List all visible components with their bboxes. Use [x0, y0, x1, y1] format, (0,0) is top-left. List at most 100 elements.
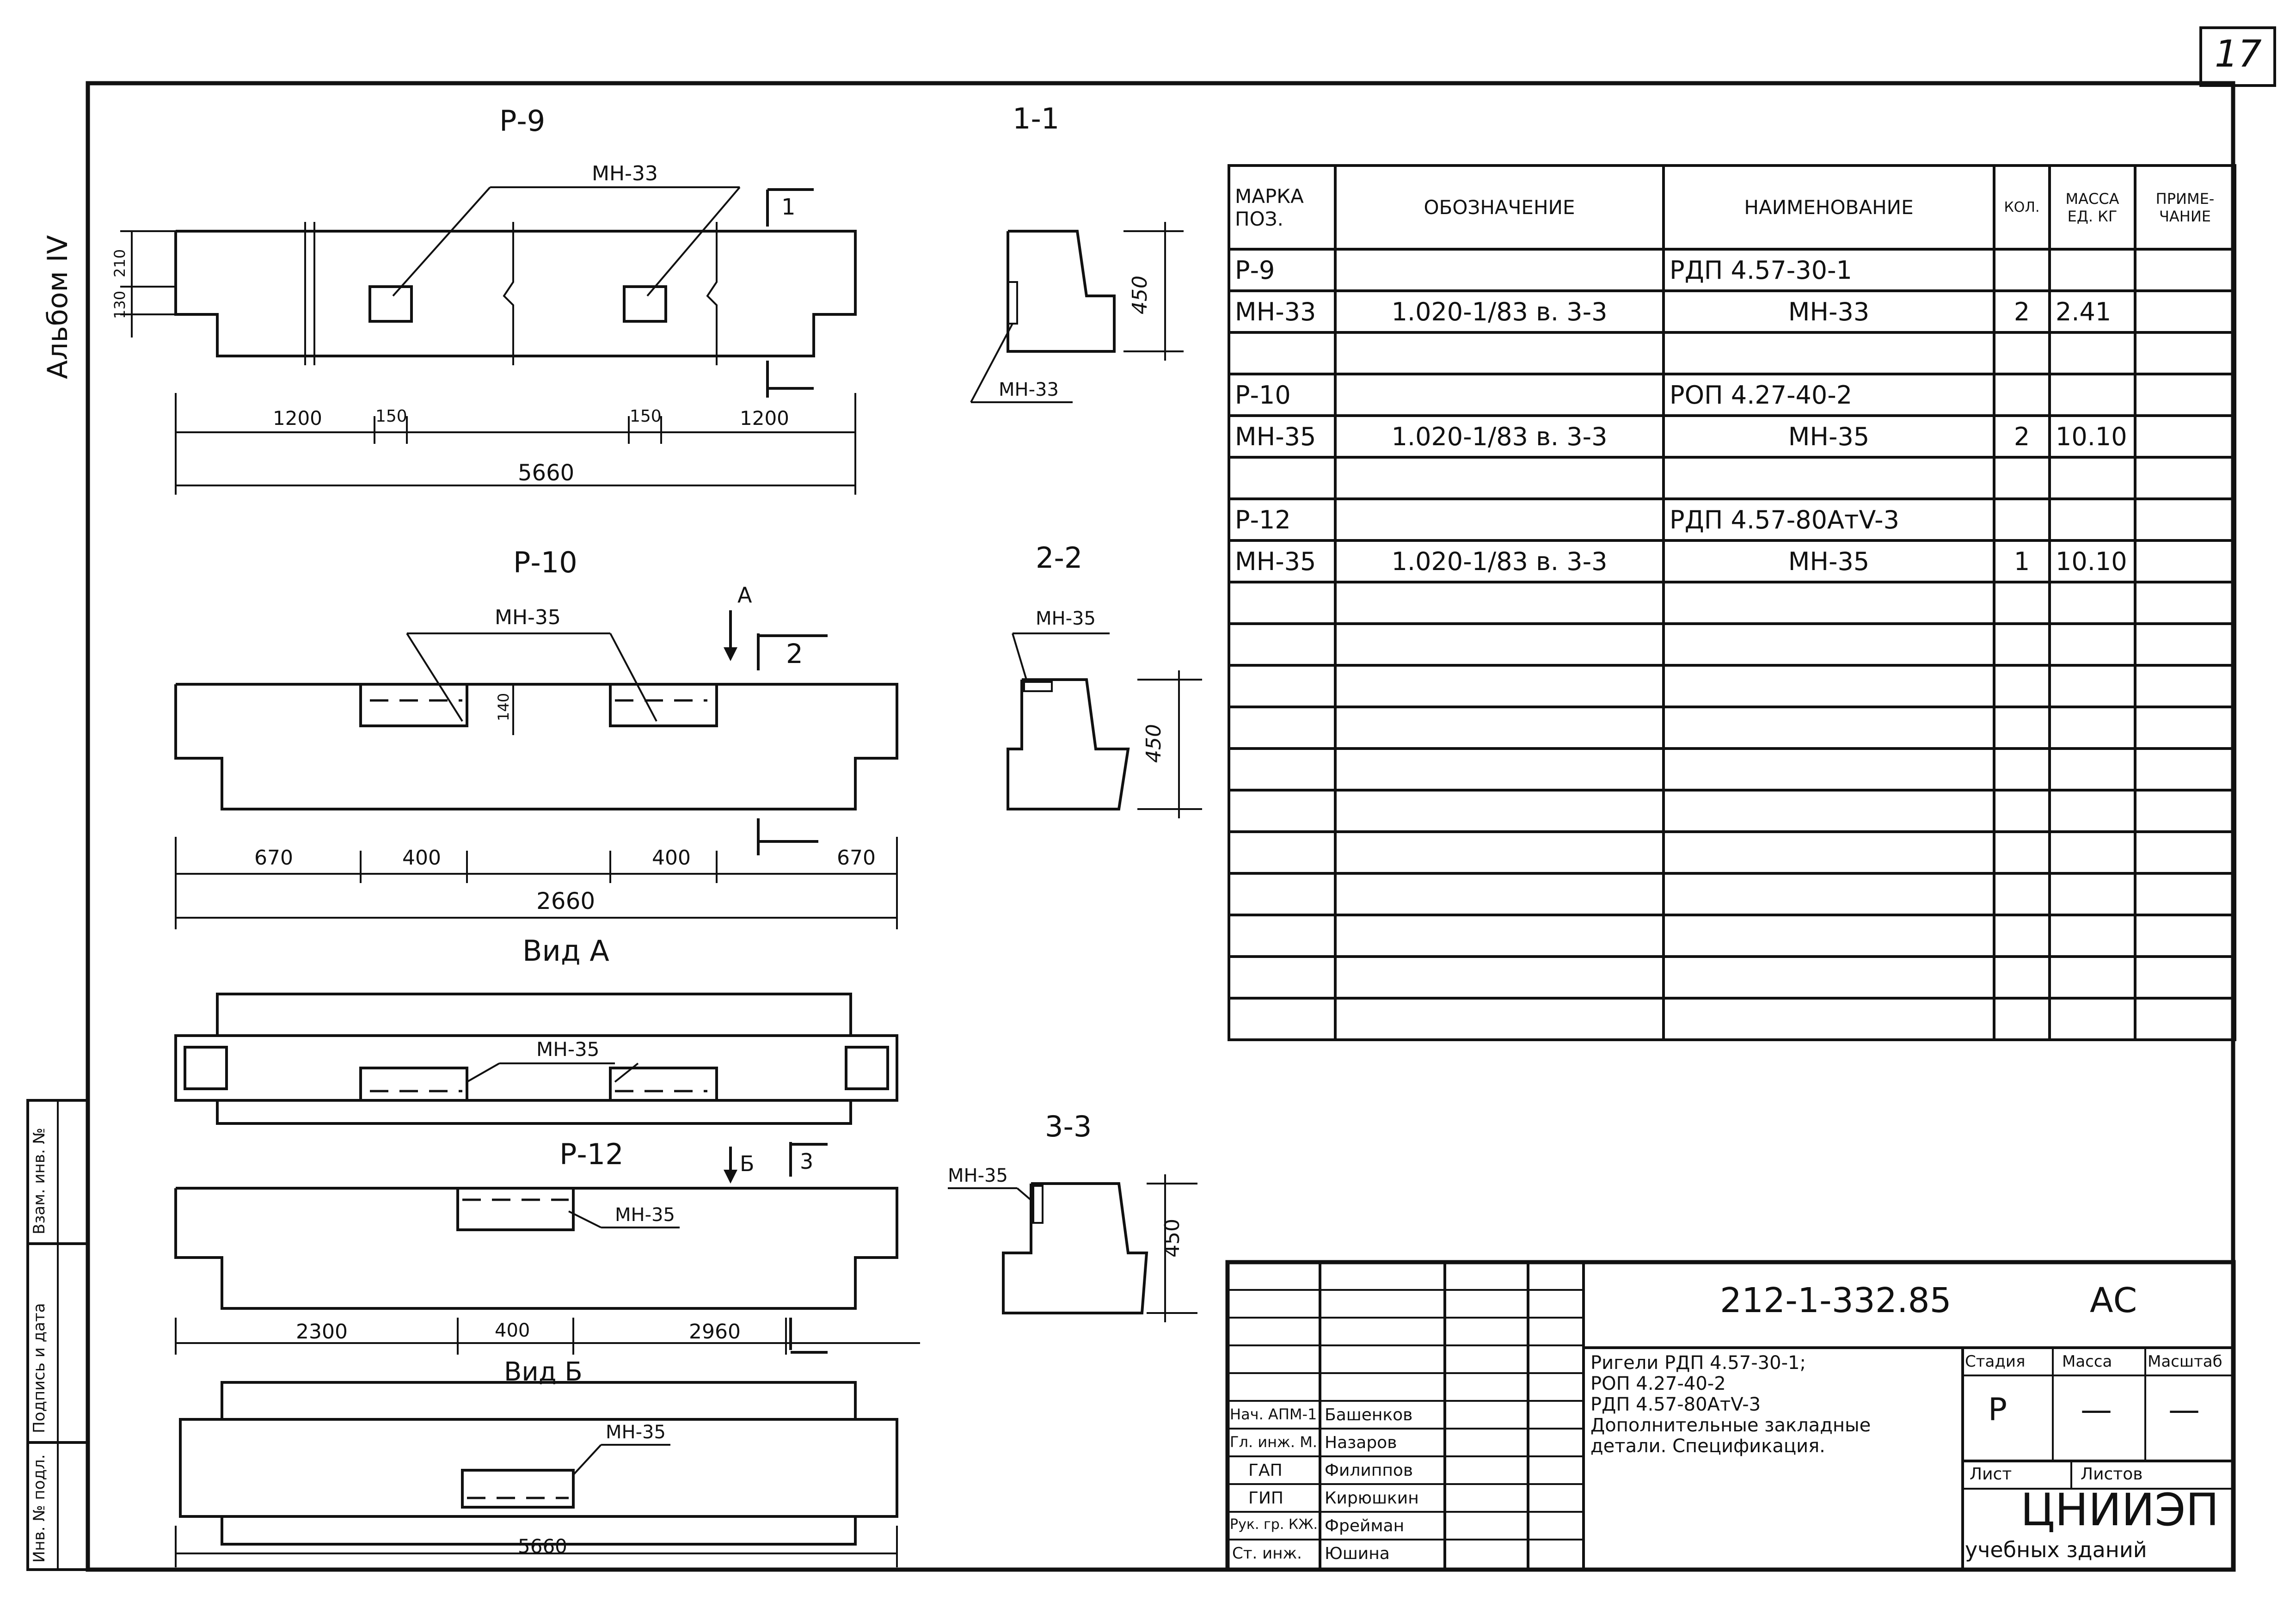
header-marka: МАРКА ПОЗ.	[1228, 164, 1337, 251]
r9-dim-4: 1200	[740, 407, 789, 430]
section-2-2-drawing	[1007, 632, 1202, 818]
r9-embed-right	[623, 285, 667, 323]
description-line-4: Дополнительные закладные	[1590, 1415, 1871, 1436]
cell-kol: 2	[1993, 289, 2051, 334]
r10-cut-label: 2	[786, 638, 803, 669]
table-row-empty	[1228, 872, 2236, 916]
name-4: Кирюшкин	[1325, 1489, 1419, 1508]
cell-massa	[2048, 331, 2136, 375]
cell-massa	[2048, 456, 2136, 500]
section-3-3-drawing	[948, 1174, 1197, 1322]
section-2-2-title: 2-2	[1036, 541, 1083, 575]
table-row-empty	[1228, 622, 2236, 667]
cell-kol	[1993, 497, 2051, 542]
vid-b-title: Вид Б	[504, 1357, 583, 1387]
sheet-number-box	[2199, 26, 2276, 87]
r9-embed-label: МН-33	[592, 162, 658, 185]
cell-prim	[2134, 414, 2236, 459]
cell-marka: Р-9	[1228, 248, 1337, 292]
r10-dim-4: 670	[837, 846, 876, 870]
description-line-1: Ригели РДП 4.57-30-1;	[1590, 1352, 1806, 1374]
table-row: Р-9 РДП 4.57-30-1	[1228, 248, 2236, 292]
cell-prim	[2134, 331, 2236, 375]
header-kol: КОЛ.	[1993, 164, 2051, 251]
cell-prim	[2134, 539, 2236, 583]
cell-marka: Р-10	[1228, 373, 1337, 417]
title-block-frame	[1225, 1260, 2236, 1572]
vid-b-dim: 5660	[518, 1535, 567, 1558]
r9-drawing	[120, 186, 857, 495]
r9-dim-2: 150	[375, 407, 407, 426]
cell-oboz	[1334, 248, 1665, 292]
r12-cut-label: 3	[800, 1149, 814, 1174]
cell-kol	[1993, 373, 2051, 417]
cell-marka: МН-33	[1228, 289, 1337, 334]
massa-label: Масса	[2062, 1352, 2112, 1371]
section-2-2-height: 450	[1142, 724, 1166, 763]
role-1: Нач. АПМ-1	[1230, 1405, 1317, 1423]
r12-dim-2: 400	[495, 1320, 530, 1341]
stadia-value: Р	[1988, 1392, 2007, 1428]
header-oboznachenie: ОБОЗНАЧЕНИЕ	[1334, 164, 1665, 251]
r9-dim-1: 1200	[273, 407, 322, 430]
table-row-empty	[1228, 830, 2236, 875]
table-row-empty	[1228, 789, 2236, 833]
header-naimenovanie: НАИМЕНОВАНИЕ	[1662, 164, 1995, 251]
cell-kol	[1993, 331, 2051, 375]
doc-section: АС	[2090, 1281, 2137, 1320]
r12-title: Р-12	[559, 1137, 624, 1171]
name-1: Башенков	[1325, 1405, 1413, 1424]
section-1-1-label: МН-33	[999, 379, 1059, 400]
cell-marka: Р-12	[1228, 497, 1337, 542]
cell-massa	[2048, 248, 2136, 292]
r12-dim-3: 2960	[689, 1320, 741, 1344]
section-1-1-title: 1-1	[1013, 102, 1060, 135]
role-5: Рук. гр. КЖ.	[1230, 1516, 1318, 1533]
r12-drawing	[174, 1142, 920, 1355]
cell-naim: МН-33	[1662, 289, 1995, 334]
cell-naim: РДП 4.57-30-1	[1662, 248, 1995, 292]
massa-value: —	[2081, 1392, 2112, 1428]
table-row-empty	[1228, 997, 2236, 1041]
role-6: Ст. инж.	[1232, 1544, 1302, 1563]
r10-dim-total: 2660	[536, 888, 595, 914]
table-row: Р-12 РДП 4.57-80АтV-3	[1228, 497, 2236, 542]
role-4: ГИП	[1248, 1489, 1283, 1508]
table-row-empty	[1228, 706, 2236, 750]
stadia-label: Стадия	[1965, 1352, 2026, 1371]
table-row: Р-10 РОП 4.27-40-2	[1228, 373, 2236, 417]
cell-oboz: 1.020-1/83 в. 3-3	[1334, 539, 1665, 583]
r10-view-mark: А	[737, 583, 752, 608]
r10-small-dim: 140	[495, 693, 512, 721]
cell-massa	[2048, 373, 2136, 417]
description-line-3: РДП 4.57-80АтV-3	[1590, 1394, 1761, 1415]
table-row-empty	[1228, 955, 2236, 1000]
cell-oboz	[1334, 331, 1665, 375]
r9-embed-left	[368, 285, 413, 323]
section-3-3-title: 3-3	[1045, 1110, 1092, 1143]
table-header-row: МАРКА ПОЗ. ОБОЗНАЧЕНИЕ НАИМЕНОВАНИЕ КОЛ.…	[1228, 164, 2236, 251]
name-2: Назаров	[1325, 1433, 1397, 1452]
table-row-empty	[1228, 914, 2236, 958]
header-prim: ПРИМЕ- ЧАНИЕ	[2134, 164, 2236, 251]
r10-title: Р-10	[513, 546, 577, 579]
r10-dim-1: 670	[254, 846, 293, 870]
r12-dim-1: 2300	[296, 1320, 348, 1344]
cell-naim: РДП 4.57-80АтV-3	[1662, 497, 1995, 542]
table-row-empty	[1228, 581, 2236, 625]
header-massa: МАССА ЕД. КГ	[2048, 164, 2136, 251]
r9-title: Р-9	[499, 104, 546, 138]
r10-drawing	[174, 610, 898, 929]
vid-a-title: Вид А	[522, 934, 609, 968]
description-line-2: РОП 4.27-40-2	[1590, 1373, 1726, 1394]
table-row	[1228, 456, 2236, 500]
name-6: Юшина	[1325, 1544, 1390, 1563]
cell-naim: РОП 4.27-40-2	[1662, 373, 1995, 417]
org-sub: учебных зданий	[1965, 1537, 2147, 1562]
album-label: Альбом IV	[42, 235, 74, 379]
r9-dim-total: 5660	[518, 460, 575, 486]
cell-oboz	[1334, 373, 1665, 417]
table-row: МН-33 1.020-1/83 в. 3-3 МН-33 2 2.41	[1228, 289, 2236, 334]
cell-massa: 10.10	[2048, 414, 2136, 459]
r9-dim-3: 150	[630, 407, 662, 426]
